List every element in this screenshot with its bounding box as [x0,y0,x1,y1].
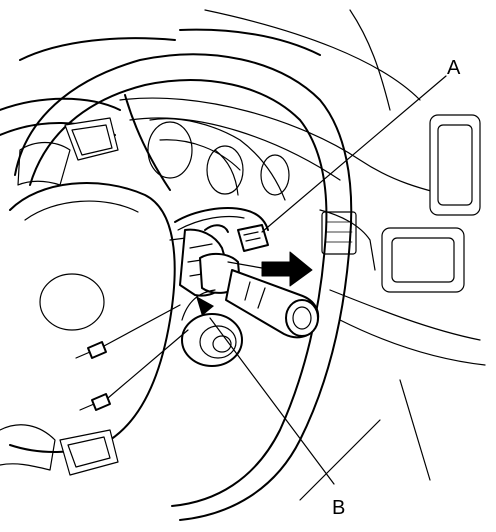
steering-wheel-hub [0,94,176,476]
screw-upper [75,304,181,359]
removal-direction-arrow [227,251,313,287]
dashboard-background [119,9,486,501]
callout-a-label: A [447,57,461,79]
connector-a [237,224,269,252]
switch-lever [225,269,320,339]
callout-b-leader [196,296,335,485]
callout-b-label: B [332,497,345,519]
callout-a-leader [261,75,447,233]
screw-lower [79,329,189,411]
steering-wheel-rim [14,28,353,521]
